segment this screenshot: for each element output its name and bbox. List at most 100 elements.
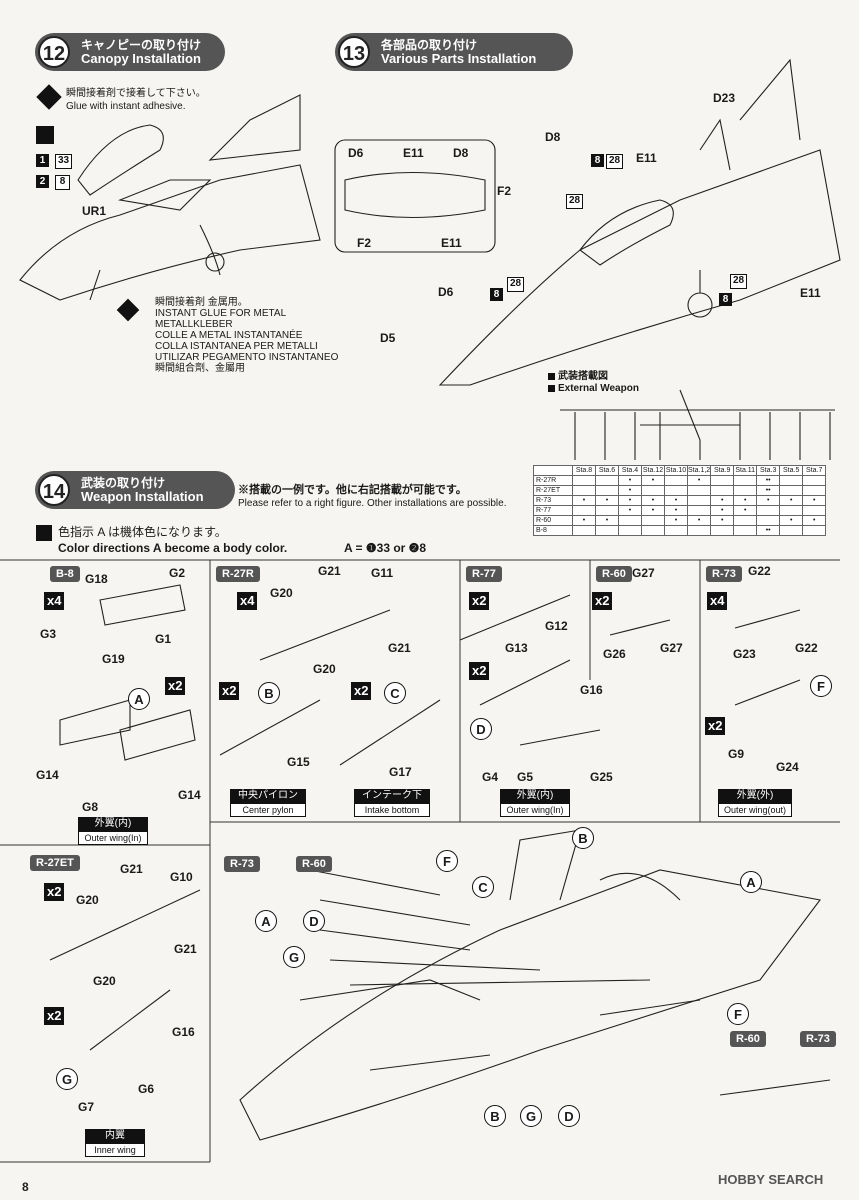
station-mark: • [686,515,712,526]
part-label: G27 [632,566,655,580]
color-8-mark: 8 [591,154,604,167]
station-mark [710,485,735,496]
station-header: Sta.3 [756,465,781,476]
diagram-r60-tag: R-60 [296,856,332,872]
station-mark [733,485,758,496]
part-label: G20 [93,974,116,988]
metal-glue-notes: 瞬間接着剤 金属用。 INSTANT GLUE FOR METAL METALL… [155,297,338,374]
color-28-mark: 28 [507,277,525,292]
station-mark: • [664,505,688,516]
r27et-pylon-caption: 内翼 Inner wing [85,1129,145,1157]
station-mark [756,505,781,516]
station-header: Sta.1,2 [686,465,712,476]
missile-line [319,899,471,926]
missile-line [329,959,541,971]
station-header: Sta.10 [664,465,688,476]
station-mark [595,525,619,536]
variant-f-circle: F [727,1003,749,1025]
part-e11-label: E11 [636,151,657,165]
part-label: G22 [795,641,818,655]
step13-number: 13 [338,36,370,68]
missile-line [319,929,471,951]
station-mark [686,505,712,516]
r27et-qty: x2 [44,883,65,901]
part-d23-label: D23 [713,91,736,105]
b8-qty: x4 [44,592,65,610]
step13-title-jp: 各部品の取り付け [381,38,478,52]
pylon-en: Inner wing [85,1143,145,1157]
step14-number: 14 [38,474,70,506]
part-label: G16 [172,1025,195,1039]
color-note-jp: 色指示 A は機体色になります。 [58,525,227,539]
part-label: G24 [776,760,799,774]
part-label: G19 [102,652,125,666]
part-ur1-label: UR1 [82,204,107,218]
paint-brush-icon [36,126,54,144]
station-mark: • [595,495,619,506]
part-label: G8 [82,800,99,814]
diagram-r60b-tag: R-60 [730,1031,766,1047]
variant-a-circle: A [740,871,762,893]
part-label: G20 [313,662,336,676]
b8-pod [99,584,186,626]
part-label: G23 [733,647,756,661]
station-header: Sta.5 [779,465,804,476]
station-mark [779,485,804,496]
variant-f-circle: F [810,675,832,697]
weapon-row: R-60••••••• [533,515,827,526]
pylon-en: Outer wing(In) [78,831,148,845]
weapon-station-table: Sta.8 Sta.6 Sta.4 Sta.12 Sta.10 Sta.1,2 … [533,465,827,536]
variant-d-circle: D [470,718,492,740]
station-mark [733,475,758,486]
variant-d-circle: D [558,1105,580,1127]
station-mark [779,525,804,536]
station-mark [686,485,712,496]
station-mark [802,525,827,536]
part-label: G3 [40,627,57,641]
color-8-mark: 8 [719,293,732,306]
station-mark: • [779,495,804,506]
part-label: G5 [517,770,534,784]
variant-f-circle: F [436,850,458,872]
part-label: G6 [138,1082,155,1096]
part-label: G21 [388,641,411,655]
metal-glue-line: 瞬間組合劑、金屬用 [155,363,245,374]
part-label: G18 [85,572,108,586]
part-label: G10 [170,870,193,884]
r60-qty: x2 [592,592,613,610]
station-mark [618,515,642,526]
step12-canopy-frame [117,179,212,211]
r27r-qty3: x2 [351,682,372,700]
station-mark [595,505,619,516]
station-mark [686,495,712,506]
part-label: G1 [155,632,172,646]
b8-pod-lower [59,699,131,746]
station-mark [733,515,758,526]
ext-weapon-square-icon [548,373,555,380]
station-mark: • [756,495,781,506]
inset-d8-label: D8 [453,146,469,160]
station-mark [641,525,665,536]
variant-a-circle: A [128,688,150,710]
metal-glue-line: COLLE A METAL INSTANTANÉE [155,330,303,341]
station-mark: •• [756,475,781,486]
diagram-r73b-tag: R-73 [800,1031,836,1047]
step14-title-en: Weapon Installation [81,489,204,504]
r27et-qty2: x2 [44,1007,65,1025]
station-mark: • [664,515,688,526]
r77-pylon [519,729,601,746]
missile-line [719,1079,831,1096]
weapon-name: R-73 [533,495,573,506]
station-mark [618,525,642,536]
missile-line [349,979,651,986]
station-mark [710,475,735,486]
inset-d6-label: D6 [348,146,364,160]
r73-qty2: x2 [705,717,726,735]
pylon-en: Center pylon [230,803,306,817]
r73-missile-b [734,679,801,706]
variant-d-circle: D [303,910,325,932]
station-mark [664,525,688,536]
station-mark [572,505,596,516]
metal-glue-line: UTILIZAR PEGAMENTO INSTANTANEO [155,352,339,363]
r27et-missile-b [89,989,171,1051]
